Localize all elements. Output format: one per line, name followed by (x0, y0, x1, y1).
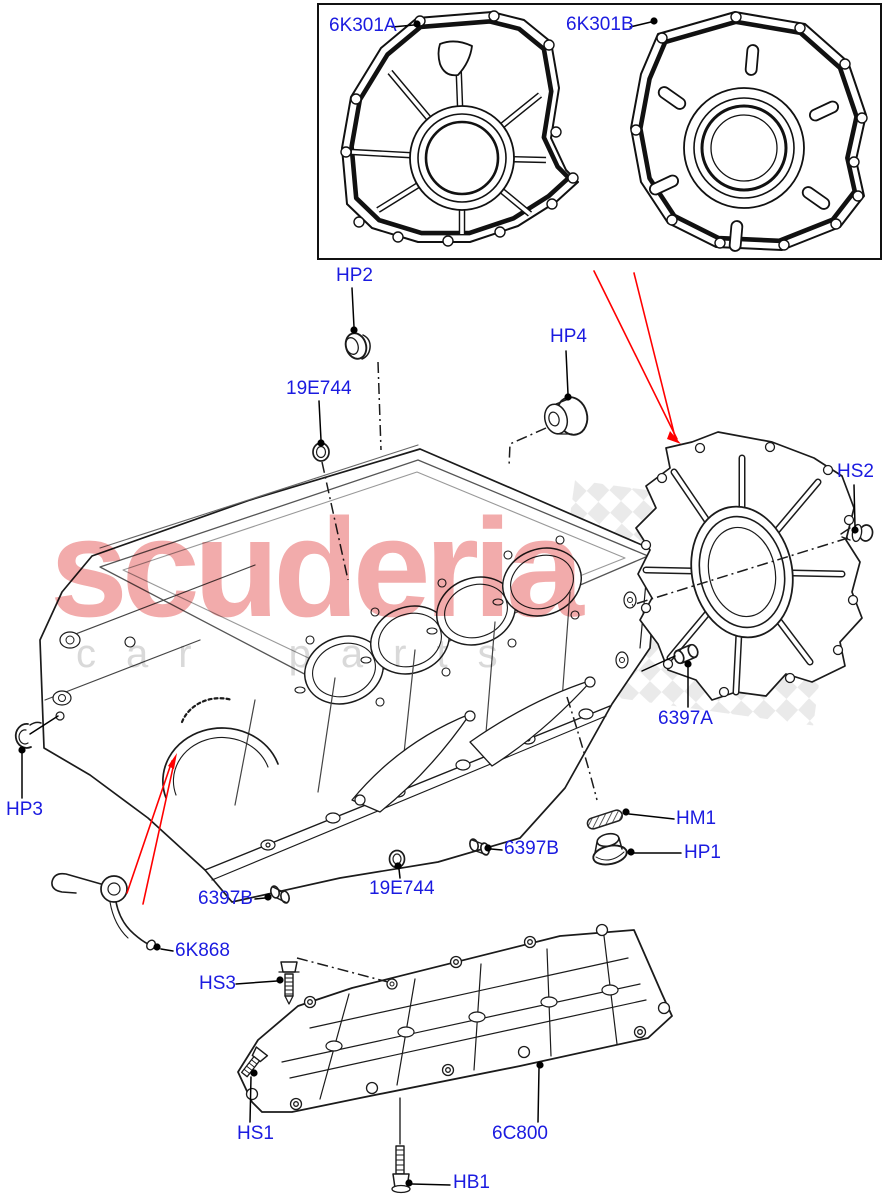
main-bearing-ladder-drawing (237, 923, 673, 1113)
hp1-plug-drawing (592, 832, 628, 866)
red-pointer-lines (126, 270, 681, 905)
hs3-bolt-drawing (278, 961, 300, 1005)
part-label-HS1[interactable]: HS1 (237, 1123, 274, 1144)
part-label-6397A[interactable]: 6397A (658, 708, 713, 729)
part-label-6K868[interactable]: 6K868 (175, 940, 230, 961)
part-label-6C800[interactable]: 6C800 (492, 1123, 548, 1144)
gasket-inset-box (317, 3, 882, 260)
hb1-bolt-drawing (391, 1145, 411, 1194)
part-label-6K301B[interactable]: 6K301B (566, 14, 634, 35)
part-label-HP4[interactable]: HP4 (550, 326, 587, 347)
hp2-plug-drawing (344, 332, 371, 360)
part-label-HP3[interactable]: HP3 (6, 799, 43, 820)
cylinder-block-drawing (39, 444, 659, 903)
part-label-HS2[interactable]: HS2 (837, 461, 874, 482)
6397a-dowel-drawing (673, 643, 699, 665)
rear-cover-gasket-drawing (630, 11, 868, 252)
hp4-plug-drawing (543, 396, 589, 436)
part-label-HP2[interactable]: HP2 (336, 265, 373, 286)
part-label-19E744-1[interactable]: 19E744 (286, 378, 352, 399)
part-label-HS3[interactable]: HS3 (199, 973, 236, 994)
assembly-centerlines (296, 361, 849, 983)
part-label-HP1[interactable]: HP1 (684, 842, 721, 863)
part-label-6397B-2[interactable]: 6397B (198, 888, 253, 909)
6k868-oil-tube-drawing (51, 872, 156, 951)
part-label-6K301A[interactable]: 6K301A (329, 15, 397, 36)
part-label-HM1[interactable]: HM1 (676, 808, 717, 829)
front-cover-gasket-drawing (340, 10, 579, 247)
callout-dots (18, 17, 859, 1187)
part-label-19E744-2[interactable]: 19E744 (369, 878, 435, 899)
leader-lines (21, 21, 856, 1186)
6397b-left-dowel-drawing (270, 885, 290, 904)
rear-cover-plate-drawing (635, 431, 863, 701)
part-label-HB1[interactable]: HB1 (453, 1172, 490, 1193)
hm1-pin-drawing (586, 809, 623, 830)
small-parts-drawings (14, 332, 874, 1194)
hs2-bolt-drawing (840, 523, 874, 543)
hs1-bolt-drawing (240, 1046, 269, 1078)
hp3-plug-drawing (14, 721, 42, 749)
part-label-6397B-1[interactable]: 6397B (504, 838, 559, 859)
